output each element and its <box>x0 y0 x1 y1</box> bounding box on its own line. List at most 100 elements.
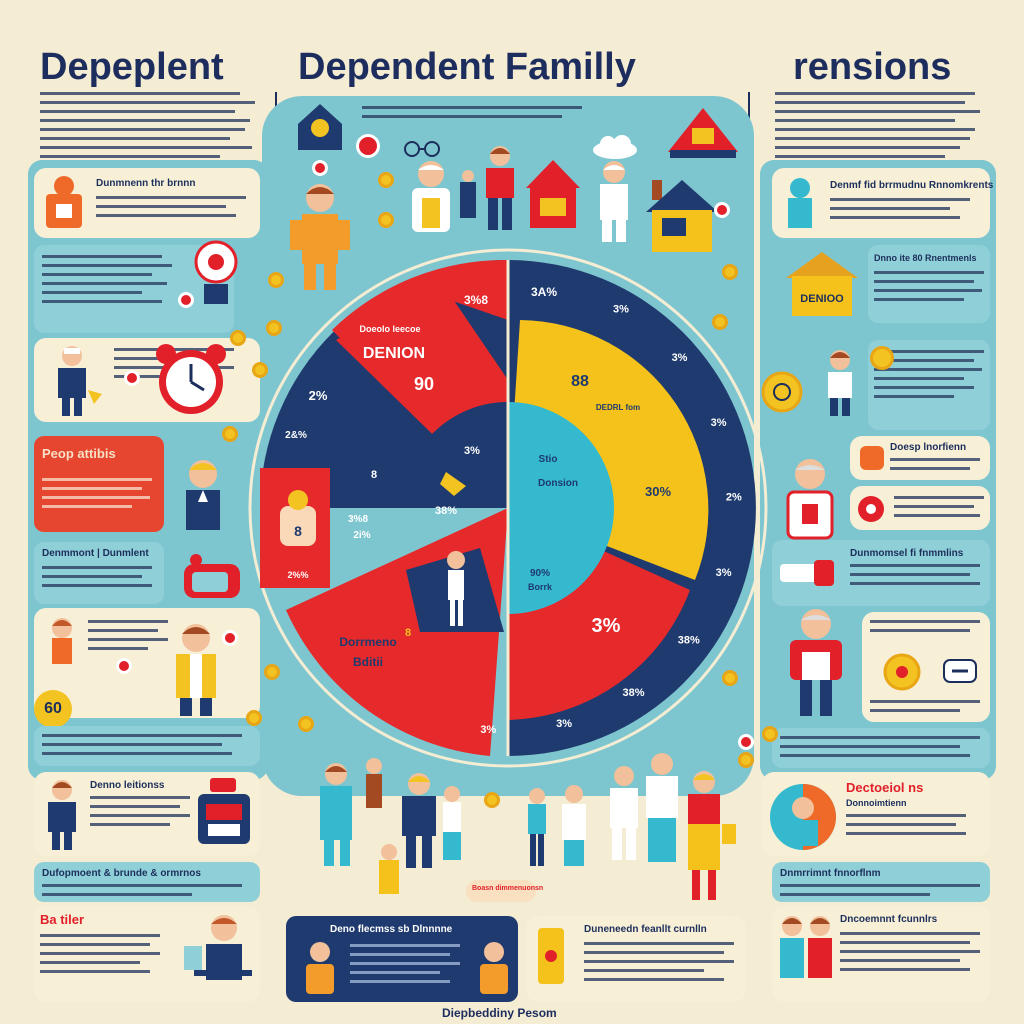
red-marker-dot <box>178 292 194 308</box>
red-bottom-mark: 8 <box>405 627 411 639</box>
left-card-1-body <box>96 196 246 223</box>
coin-dot <box>762 726 778 742</box>
businessman-avatar-icon <box>178 456 228 537</box>
red-marker-dot <box>116 658 132 674</box>
right-card-7-body-bottom <box>870 700 980 718</box>
left-card-5-body <box>88 620 168 656</box>
left-card-7-title: Denno leitionss <box>90 780 165 791</box>
footer-caption: Diepbeddiny Pesom <box>442 1006 557 1020</box>
glasses-icon <box>402 140 442 163</box>
coin-dot <box>252 362 268 378</box>
navy-left-label-2: 2&% <box>285 430 307 441</box>
red-top-label: DENION <box>363 345 425 362</box>
father-navy-suit-icon <box>396 770 442 875</box>
yellow-value: 88 <box>571 373 589 390</box>
left-small-label-2: 2%% <box>287 570 308 580</box>
red-marker-dot <box>714 202 730 218</box>
kid-blue-icon <box>522 786 552 875</box>
right-card-5-body <box>894 496 984 523</box>
left-card-5 <box>34 608 260 718</box>
coin-dot <box>246 710 262 726</box>
teal-title: Stio <box>539 454 558 465</box>
woman-red-shirt-icon <box>480 142 520 237</box>
bottom-card-1-icon-right <box>472 938 516 1003</box>
man-orange-suit-icon <box>288 180 352 297</box>
baby-icon <box>280 490 316 546</box>
grandpa-white-icon <box>406 158 456 247</box>
page-title-left: Depeplent <box>40 46 224 88</box>
right-card-6-title: Dunmomsel fi fnmmlins <box>850 548 964 559</box>
coin-icon <box>760 370 804 419</box>
red-right-value: 3% <box>592 615 621 637</box>
center-header-text <box>362 106 592 124</box>
right-card-1: Denmf fid brrmudnu Rnnomkrents <box>772 168 994 239</box>
cash-register-icon <box>194 776 254 857</box>
right-card-6: Dunmomsel fi fnmmlins <box>772 540 990 606</box>
outer-ring-line <box>248 248 768 768</box>
page-title-center: Dependent Familly <box>298 46 636 88</box>
link-icon <box>942 656 978 691</box>
segment-inner-navy <box>402 402 508 508</box>
bottom-card-1-icon-left <box>298 938 342 1003</box>
teal-sub: Donsion <box>538 478 578 489</box>
yellow-house-icon <box>644 176 720 261</box>
toggle-switch-icon <box>778 558 838 593</box>
inner-icon-label: 8 <box>371 469 377 481</box>
right-card-1-title: Denmf fid brrmudnu Rnnomkrents <box>830 180 994 191</box>
teen-white-icon <box>604 764 644 869</box>
navy-top-label-2: 3A% <box>531 285 557 299</box>
coin-dot <box>722 264 738 280</box>
mother-teal-dress-icon <box>312 760 362 875</box>
red-marker-dot <box>312 160 328 176</box>
right-card-7 <box>862 612 990 722</box>
right-card-4: Doesp lnorfienn <box>850 436 990 480</box>
left-card-textblock-1-lines <box>42 255 172 309</box>
right-card-9-title: Dectoeiol ns <box>846 780 924 795</box>
red-top-value: 90 <box>414 374 434 394</box>
central-radial-chart: Doeolo leecoe DENION 90 3%8 3A% 2% 2&% 3… <box>248 248 768 768</box>
ring-label: 3% <box>613 303 629 315</box>
coin-dot <box>298 716 314 732</box>
yellow-pct: 30% <box>645 484 671 499</box>
left-card-1-title: Dunmnenn thr brnnn <box>96 178 196 189</box>
bottom-card-1-body <box>350 944 460 989</box>
baby-label: 8 <box>294 523 302 539</box>
right-card-3-body <box>874 350 984 404</box>
red-button-icon <box>856 494 886 529</box>
radio-icon <box>182 552 242 607</box>
left-card-1: Dunmnenn thr brnnn <box>34 168 260 238</box>
bottom-badge: Boasn dimmenuonsn <box>466 880 543 902</box>
red-house-roof-icon <box>666 104 740 165</box>
segment-teal <box>508 402 614 614</box>
red-marker-1 <box>356 134 380 158</box>
red-top-title: Doeolo leecoe <box>359 324 420 334</box>
person-running-icon <box>44 342 104 423</box>
ring-label: 38% <box>623 687 645 699</box>
kid-white-icon <box>556 784 592 875</box>
red-marker-dot <box>222 630 238 646</box>
profile-circle-icon <box>768 782 838 857</box>
pointer-flag-icon <box>440 472 466 496</box>
couple-icon <box>776 910 836 1003</box>
bottom-card-1: Deno flecmss sb Dlnnnne <box>286 916 518 1002</box>
ring-label: 3% <box>672 352 688 364</box>
navy-top-label-1: 3%8 <box>464 293 488 307</box>
mini-avatar-icon <box>858 444 886 477</box>
navy-left-label: 2% <box>309 388 328 403</box>
coin-dot <box>264 664 280 680</box>
grandma-white-icon <box>594 158 634 249</box>
bottom-card-2: Duneneedn feanllt curnlln <box>526 916 746 1002</box>
ring-label: 3% <box>480 724 496 736</box>
red-bottom-sub: Bditii <box>353 655 383 669</box>
center-person-icon <box>447 551 465 626</box>
ring-label: 3% <box>716 567 732 579</box>
left-card-6 <box>34 726 260 766</box>
coin-dot <box>870 346 894 370</box>
left-card-4: Denmmont | Dunmlent <box>34 542 164 604</box>
child-blue-icon <box>780 174 820 239</box>
bottom-badge-label: Boasn dimmenuonsn <box>472 885 544 892</box>
house-sign-label: DENIOO <box>800 293 844 305</box>
right-card-8-body <box>780 736 980 763</box>
right-card-4-body <box>890 458 980 476</box>
right-card-1-body <box>830 198 970 225</box>
